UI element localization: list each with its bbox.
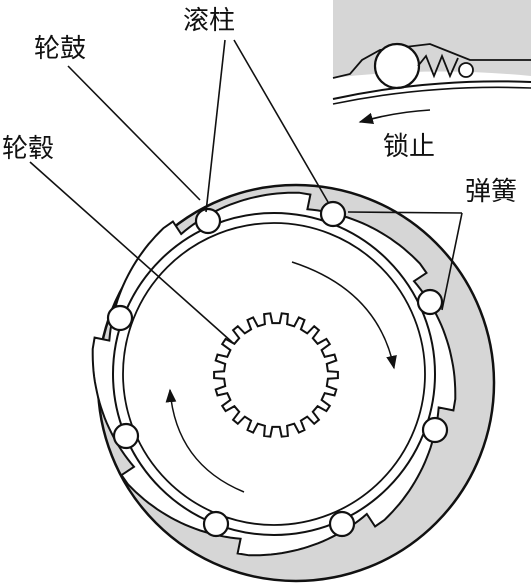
label-lock: 锁止 bbox=[383, 132, 435, 162]
inset-shaded-block bbox=[333, 0, 531, 78]
lock-direction-arrow bbox=[358, 109, 431, 124]
roller bbox=[421, 416, 449, 444]
inset-lower-surface-2 bbox=[332, 86, 531, 105]
rotation-arrow-left bbox=[165, 388, 245, 493]
inset-spring bbox=[417, 53, 459, 79]
leader-wheel-drum bbox=[67, 65, 201, 201]
roller bbox=[202, 510, 230, 538]
label-wheel-drum: 轮鼓 bbox=[34, 34, 86, 64]
leader-springs-b bbox=[441, 212, 463, 311]
lock-detail-inset bbox=[332, 0, 531, 124]
leader-hub bbox=[29, 161, 233, 343]
leader-rollers-a bbox=[205, 39, 226, 213]
rollers-group bbox=[106, 200, 449, 538]
clutch-assembly bbox=[91, 183, 496, 583]
inset-spring-cap bbox=[458, 62, 474, 78]
leader-lines bbox=[29, 39, 463, 343]
label-springs: 弹簧 bbox=[465, 177, 517, 207]
roller bbox=[319, 200, 347, 228]
label-rollers: 滚柱 bbox=[183, 6, 235, 36]
roller bbox=[194, 207, 222, 235]
inset-roller bbox=[373, 42, 421, 90]
leader-springs-a bbox=[347, 211, 463, 214]
roller bbox=[112, 422, 140, 450]
label-hub: 轮毂 bbox=[2, 134, 54, 164]
hub-spline-bore bbox=[213, 312, 339, 438]
roller bbox=[328, 510, 356, 538]
roller bbox=[106, 304, 134, 332]
rotation-arrow-right bbox=[291, 261, 397, 370]
roller bbox=[416, 288, 444, 316]
leader-rollers-b bbox=[233, 39, 329, 203]
inset-lower-surface bbox=[332, 80, 531, 100]
